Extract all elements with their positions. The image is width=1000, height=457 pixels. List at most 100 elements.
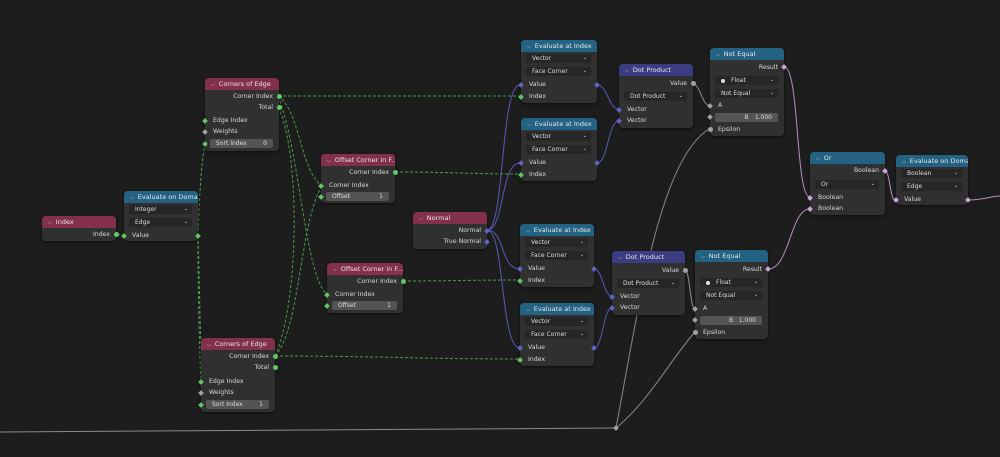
- chevron-down-icon: ⌄: [753, 292, 758, 298]
- data-type-dropdown[interactable]: Vector⌄: [526, 132, 591, 141]
- node-header[interactable]: ⌵Index: [42, 216, 116, 228]
- collapse-chevron-icon[interactable]: ⌵: [48, 220, 52, 226]
- collapse-chevron-icon[interactable]: ⌵: [716, 52, 720, 58]
- node-header[interactable]: ⌵Offset Corner in F...: [327, 263, 403, 275]
- link-or-evaldomain2: [884, 170, 896, 201]
- collapse-chevron-icon[interactable]: ⌵: [526, 228, 530, 234]
- domain-dropdown[interactable]: Face Corner⌄: [525, 251, 588, 260]
- node-header[interactable]: ⌵Corners of Edge: [205, 78, 279, 90]
- node-header[interactable]: ⌵Normal: [413, 212, 487, 224]
- node-header[interactable]: ⌵Evaluate on Domain: [896, 155, 968, 167]
- data-type-dropdown[interactable]: Integer⌄: [129, 205, 192, 214]
- domain-dropdown[interactable]: Face Corner⌄: [525, 330, 588, 339]
- node-header[interactable]: ⌵Or: [810, 152, 885, 164]
- data-type-dropdown[interactable]: Float⌄: [715, 76, 778, 85]
- node-header[interactable]: ⌵Not Equal: [710, 48, 784, 60]
- node-evaluate-on-domain[interactable]: ⌵Evaluate on Domain Boolean⌄ Edge⌄ Value: [893, 155, 971, 205]
- socket-corner-index-out[interactable]: [393, 170, 398, 175]
- node-normal[interactable]: ⌵Normal Normal True Normal: [413, 212, 490, 249]
- link-eval-domain-corners2b: [197, 235, 203, 394]
- collapse-chevron-icon[interactable]: ⌵: [526, 307, 530, 313]
- data-type-dropdown[interactable]: Vector⌄: [525, 238, 588, 247]
- mode-dropdown[interactable]: Not Equal⌄: [700, 291, 762, 300]
- field-label: B: [728, 317, 734, 324]
- node-header[interactable]: ⌵Offset Corner in F...: [321, 154, 395, 166]
- chevron-down-icon: ⌄: [582, 68, 587, 74]
- collapse-chevron-icon[interactable]: ⌵: [211, 82, 215, 88]
- node-corners-of-edge[interactable]: ⌵Corners of Edge Corner Index Total Edge…: [202, 78, 282, 151]
- collapse-chevron-icon[interactable]: ⌵: [207, 342, 211, 348]
- domain-dropdown[interactable]: Edge⌄: [901, 182, 962, 191]
- data-type-dropdown[interactable]: Vector⌄: [525, 317, 588, 326]
- node-header[interactable]: ⌵Evaluate at Index: [520, 303, 594, 315]
- node-header[interactable]: ⌵Evaluate at Index: [521, 40, 597, 52]
- node-header[interactable]: ⌵Evaluate at Index: [521, 118, 597, 130]
- data-type-dropdown[interactable]: Float⌄: [700, 278, 762, 287]
- collapse-chevron-icon[interactable]: ⌵: [527, 122, 531, 128]
- socket-corner-index-out[interactable]: [273, 354, 278, 359]
- chevron-down-icon: ⌄: [579, 331, 584, 337]
- operation-dropdown[interactable]: Or⌄: [815, 180, 879, 189]
- collapse-chevron-icon[interactable]: ⌵: [130, 195, 134, 201]
- collapse-chevron-icon[interactable]: ⌵: [902, 159, 906, 165]
- data-type-dropdown[interactable]: Boolean⌄: [901, 169, 962, 178]
- node-title: Index: [55, 218, 74, 226]
- node-title: Normal: [426, 214, 451, 222]
- node-offset-corner-in-face[interactable]: ⌵Offset Corner in F... Corner Index Corn…: [324, 263, 406, 313]
- output-index: Index: [92, 231, 110, 238]
- domain-dropdown[interactable]: Face Corner⌄: [526, 145, 591, 154]
- collapse-chevron-icon[interactable]: ⌵: [816, 156, 820, 162]
- domain-dropdown[interactable]: Face Corner⌄: [526, 67, 591, 76]
- collapse-chevron-icon[interactable]: ⌵: [333, 267, 337, 273]
- node-evaluate-at-index[interactable]: ⌵Evaluate at Index Vector⌄ Face Corner⌄ …: [518, 40, 600, 103]
- node-evaluate-at-index[interactable]: ⌵Evaluate at Index Vector⌄ Face Corner⌄ …: [517, 224, 597, 287]
- socket-corner-index-out[interactable]: [277, 94, 282, 99]
- operation-dropdown[interactable]: Dot Product⌄: [624, 92, 687, 101]
- node-dot-product[interactable]: ⌵Dot Product Value Dot Product⌄ Vector V…: [609, 251, 688, 315]
- node-corners-of-edge[interactable]: ⌵Corners of Edge Corner Index Total Edge…: [198, 338, 278, 412]
- socket-epsilon-in[interactable]: [708, 127, 713, 132]
- node-header[interactable]: ⌵Not Equal: [695, 250, 768, 262]
- node-dot-product[interactable]: ⌵Dot Product Value Dot Product⌄ Vector V…: [616, 64, 696, 128]
- link-offset1-evalidx2: [394, 171, 521, 175]
- mode-dropdown[interactable]: Not Equal⌄: [715, 89, 778, 98]
- socket-value-out[interactable]: [691, 81, 696, 86]
- collapse-chevron-icon[interactable]: ⌵: [618, 255, 622, 261]
- data-type-dropdown[interactable]: Vector⌄: [526, 54, 591, 63]
- node-evaluate-at-index[interactable]: ⌵Evaluate at Index Vector⌄ Face Corner⌄ …: [518, 118, 600, 181]
- socket-total-out[interactable]: [273, 365, 278, 370]
- node-header[interactable]: ⌵Corners of Edge: [201, 338, 275, 350]
- input-index: Index: [529, 171, 547, 178]
- socket-total-out[interactable]: [277, 105, 282, 110]
- node-header[interactable]: ⌵Dot Product: [612, 251, 685, 263]
- socket-epsilon-in[interactable]: [693, 330, 698, 335]
- field-label: Sort Index: [212, 401, 243, 408]
- collapse-chevron-icon[interactable]: ⌵: [701, 254, 705, 260]
- node-header[interactable]: ⌵Evaluate on Domain: [124, 191, 198, 203]
- socket-value-out[interactable]: [683, 268, 688, 273]
- node-index[interactable]: ⌵Index Index: [42, 216, 119, 241]
- node-or[interactable]: ⌵Or Boolean Or⌄ Boolean Boolean: [807, 152, 888, 215]
- operation-dropdown[interactable]: Dot Product⌄: [617, 279, 679, 288]
- node-evaluate-on-domain[interactable]: ⌵Evaluate on Domain Integer⌄ Edge⌄ Value: [121, 191, 201, 241]
- domain-dropdown[interactable]: Edge⌄: [129, 218, 192, 227]
- node-header[interactable]: ⌵Evaluate at Index: [520, 224, 594, 236]
- socket-index-out[interactable]: [114, 232, 119, 237]
- node-evaluate-at-index[interactable]: ⌵Evaluate at Index Vector⌄ Face Corner⌄ …: [517, 303, 597, 366]
- socket-corner-index-out[interactable]: [401, 279, 406, 284]
- collapse-chevron-icon[interactable]: ⌵: [527, 44, 531, 50]
- node-header[interactable]: ⌵Dot Product: [619, 64, 693, 76]
- collapse-chevron-icon[interactable]: ⌵: [327, 158, 331, 164]
- node-offset-corner-in-face[interactable]: ⌵Offset Corner in F... Corner Index Corn…: [318, 154, 398, 203]
- collapse-chevron-icon[interactable]: ⌵: [625, 68, 629, 74]
- collapse-chevron-icon[interactable]: ⌵: [419, 216, 423, 222]
